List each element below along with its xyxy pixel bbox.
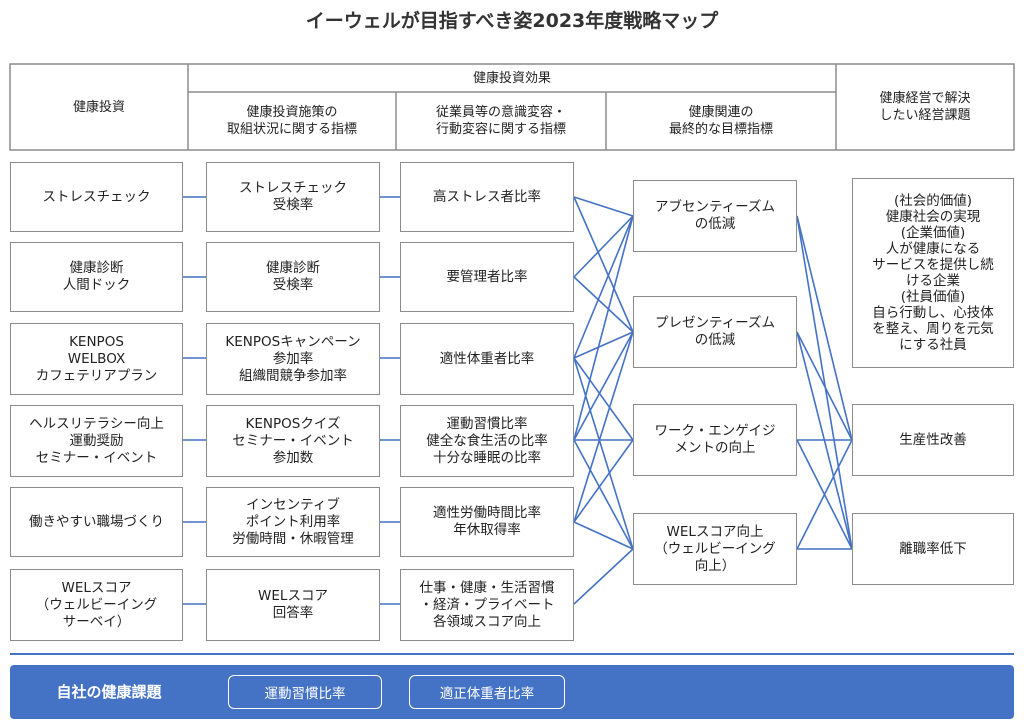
awareness-box-score-domains: 仕事・健康・生活習慣 ・経済・プライベート 各領域スコア向上 xyxy=(400,569,574,641)
awareness-box-high-stress: 高ストレス者比率 xyxy=(400,162,574,232)
issue-box-turnover: 離職率低下 xyxy=(852,513,1014,585)
measure-box-kenpos-campaign: KENPOSキャンペーン 参加率 組織間競争参加率 xyxy=(206,323,380,395)
measure-box-incentive: インセンティブ ポイント利用率 労働時間・休暇管理 xyxy=(206,487,380,557)
health-issues-bar: 自社の健康課題 運動習慣比率 適正体重者比率 xyxy=(10,665,1014,719)
header-issues: 健康経営で解決 したい経営課題 xyxy=(879,91,971,123)
measure-box-stress-check-rate: ストレスチェック 受検率 xyxy=(206,162,380,232)
investment-box-workplace: 働きやすい職場づくり xyxy=(10,487,183,557)
health-issues-title: 自社の健康課題 xyxy=(56,683,162,701)
header-awareness: 従業員等の意識変容・ 行動変容に関する指標 xyxy=(435,105,566,137)
investment-box-health-literacy: ヘルスリテラシー向上 運動奨励 セミナー・イベント xyxy=(10,405,183,477)
measure-box-welscore-response: WELスコア 回答率 xyxy=(206,569,380,641)
header-measures: 健康投資施策の 取組状況に関する指標 xyxy=(226,105,357,137)
investment-box-health-checkup: 健康診断 人間ドック xyxy=(10,242,183,312)
investment-box-stress-check: ストレスチェック xyxy=(10,162,183,232)
investment-box-welscore: WELスコア （ウェルビーイング サーベイ） xyxy=(10,569,183,641)
measure-box-checkup-rate: 健康診断 受検率 xyxy=(206,242,380,312)
final-box-wellbeing: WELスコア向上 （ウェルビーイング 向上） xyxy=(633,513,797,585)
awareness-box-work-hours: 適性労働時間比率 年休取得率 xyxy=(400,487,574,557)
awareness-box-management: 要管理者比率 xyxy=(400,242,574,312)
issue-box-values: (社会的価値) 健康社会の実現 (企業価値) 人が健康になる サービスを提供し続… xyxy=(852,178,1014,368)
investment-box-kenpos: KENPOS WELBOX カフェテリアプラン xyxy=(10,323,183,395)
header-final: 健康関連の 最終的な目標指標 xyxy=(668,105,773,137)
issue-tag-weight: 適正体重者比率 xyxy=(409,675,565,709)
issue-box-productivity: 生産性改善 xyxy=(852,404,1014,476)
awareness-box-weight: 適性体重者比率 xyxy=(400,323,574,395)
final-box-engagement: ワーク・エンゲイジ メントの向上 xyxy=(633,404,797,476)
header-investment: 健康投資 xyxy=(72,99,125,115)
measure-box-kenpos-quiz: KENPOSクイズ セミナー・イベント 参加数 xyxy=(206,405,380,477)
issue-tag-exercise: 運動習慣比率 xyxy=(228,675,382,709)
header-effect: 健康投資効果 xyxy=(472,70,551,86)
final-box-presenteeism: プレゼンティーズム の低減 xyxy=(633,296,797,368)
awareness-box-exercise: 運動習慣比率 健全な食生活の比率 十分な睡眠の比率 xyxy=(400,405,574,477)
page-title: イーウェルが目指すべき姿2023年度戦略マップ xyxy=(305,10,719,32)
final-box-absenteeism: アブセンティーズム の低減 xyxy=(633,180,797,252)
